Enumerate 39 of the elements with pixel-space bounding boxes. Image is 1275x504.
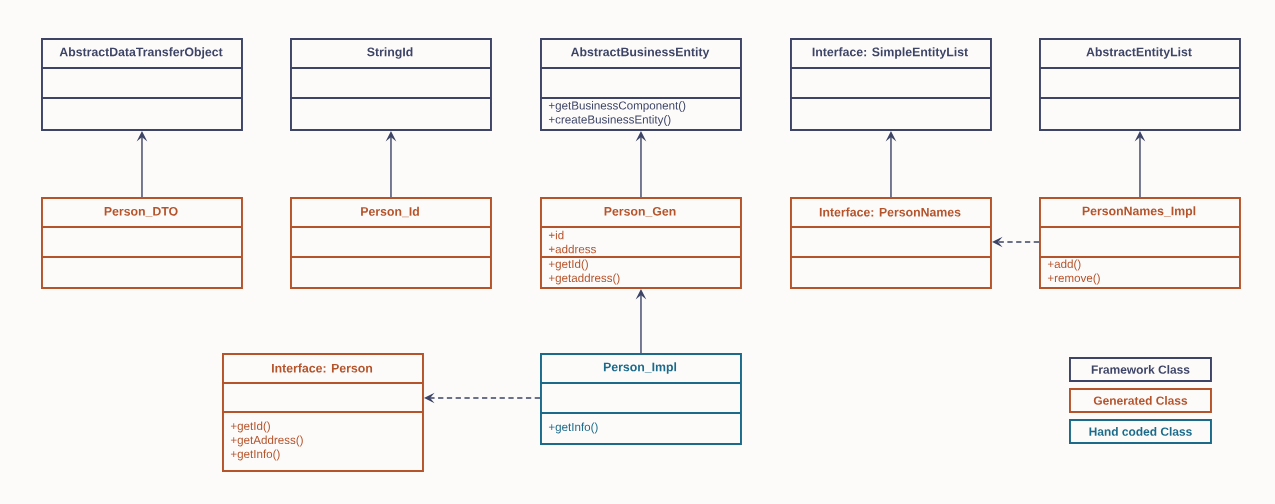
class-box	[539, 353, 742, 445]
class-name: Person_Gen	[604, 206, 676, 218]
class-box	[789, 197, 992, 289]
class-box	[539, 38, 742, 131]
class-name: AbstractBusinessEntity	[570, 47, 710, 59]
class-name: StringId	[367, 47, 413, 59]
method-text: +add()	[1047, 259, 1081, 271]
class-name: Interface: Person	[272, 363, 373, 373]
method-text: +getId()	[230, 421, 270, 433]
class-box	[289, 197, 492, 289]
legend-box: Framework Class	[1069, 357, 1212, 382]
class-box	[539, 197, 742, 289]
class-box	[289, 38, 492, 131]
method-text: +getaddress()	[548, 273, 620, 285]
method-text: +getAddress()	[230, 435, 303, 447]
class-box	[221, 353, 424, 472]
attribute-text: +address	[548, 244, 596, 254]
method-text: +remove()	[1047, 273, 1100, 285]
attribute-text: +id	[548, 230, 564, 240]
legend-box: Hand coded Class	[1069, 419, 1212, 444]
class-name: AbstractDataTransferObject	[59, 47, 223, 59]
class-name: Person_Impl	[603, 362, 677, 374]
class-box	[789, 38, 992, 131]
method-text: +getId()	[548, 259, 588, 271]
class-box	[1038, 197, 1241, 289]
class-name: AbstractEntityList	[1086, 47, 1192, 59]
class-box	[40, 197, 243, 289]
class-name: PersonNames_Impl	[1082, 206, 1196, 218]
class-box	[1038, 38, 1241, 131]
class-name: Person_Id	[361, 206, 419, 218]
legend-box: Generated Class	[1069, 388, 1212, 413]
method-text: +createBusinessEntity()	[548, 115, 671, 126]
class-name: Interface: SimpleEntityList	[812, 47, 968, 59]
class-box	[40, 38, 243, 131]
method-text: +getInfo()	[548, 422, 598, 434]
class-name: Interface: PersonNames	[819, 207, 961, 217]
class-name: Person_DTO	[104, 206, 178, 218]
method-text: +getInfo()	[230, 449, 280, 461]
method-text: +getBusinessComponent()	[548, 101, 686, 112]
